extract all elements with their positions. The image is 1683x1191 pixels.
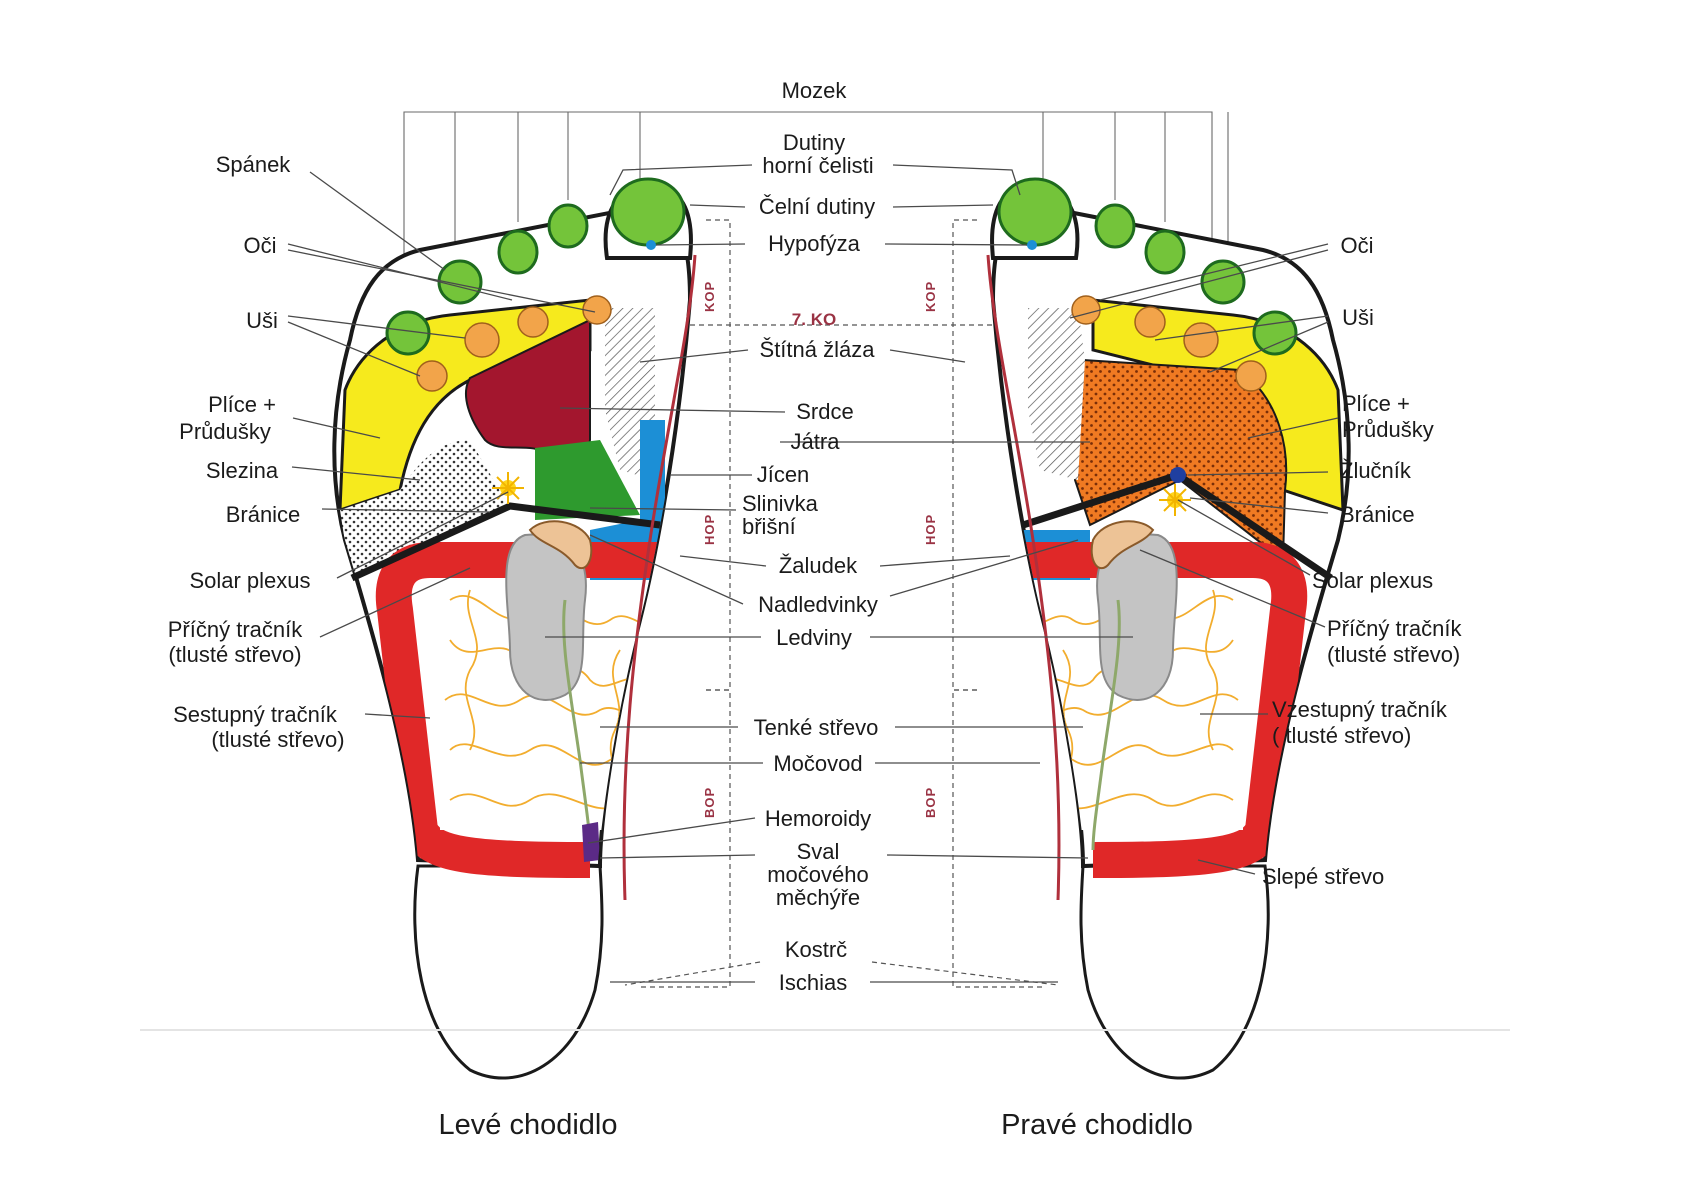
label-right-pricny-line2: (tlusté střevo)	[1327, 642, 1460, 667]
left-pituitary-dot	[646, 240, 656, 250]
label-right-usi: Uši	[1342, 305, 1374, 330]
label-right-plice-line1: Plíce +	[1342, 391, 1410, 416]
left-diaphragm-line	[350, 502, 661, 582]
label-hemoroidy: Hemoroidy	[765, 806, 871, 831]
label-right-slepe: Slepé střevo	[1262, 864, 1384, 889]
left-toe-1	[610, 177, 686, 247]
caption-left-foot: Levé chodidlo	[439, 1109, 618, 1141]
label-right-pricny-line1: Příčný tračník	[1327, 616, 1462, 641]
label-right-branice: Bránice	[1340, 502, 1415, 527]
label-sval-line2: močového	[767, 862, 869, 887]
zone-brackets	[624, 219, 1059, 988]
label-hypofyza: Hypofýza	[768, 231, 860, 256]
left-solar-plexus-icon	[492, 472, 524, 504]
label-left-spanek: Spánek	[216, 152, 292, 177]
zone-bop-left: BOP	[702, 787, 717, 818]
right-toe-2	[1094, 203, 1136, 249]
label-slinivka-line2: břišní	[742, 514, 796, 539]
label-left-usi: Uši	[246, 308, 278, 333]
label-celni-dutiny: Čelní dutiny	[759, 194, 875, 219]
zone-hop-right: HOP	[923, 514, 938, 545]
label-kostrc: Kostrč	[785, 937, 847, 962]
label-left-plice-line1: Plíce +	[208, 392, 276, 417]
label-right-plice-line2: Průdušky	[1342, 417, 1434, 442]
right-heel	[1079, 864, 1270, 1080]
right-toe-3	[1144, 229, 1186, 275]
label-left-solar: Solar plexus	[189, 568, 310, 593]
label-left-oci: Oči	[244, 233, 277, 258]
zone-kop-right: KOP	[923, 281, 938, 312]
label-zaludek: Žaludek	[779, 553, 858, 578]
label-dutiny-line1: Dutiny	[783, 130, 845, 155]
label-ischias: Ischias	[779, 970, 847, 995]
label-jatra: Játra	[791, 429, 841, 454]
right-thyroid-zone	[1028, 308, 1085, 480]
right-foot	[986, 177, 1351, 1080]
right-colon-zone	[993, 542, 1308, 878]
right-spine-line	[986, 254, 1061, 901]
label-mocovod: Močovod	[773, 751, 862, 776]
left-toe-2	[547, 203, 589, 249]
left-toe-3	[497, 229, 539, 275]
left-heel	[413, 864, 604, 1080]
label-tenke-strevo: Tenké střevo	[754, 715, 879, 740]
label-dutiny-line2: horní čelisti	[762, 153, 873, 178]
right-adrenal-zone	[1090, 520, 1155, 570]
label-ledviny: Ledviny	[776, 625, 852, 650]
label-jicen: Jícen	[757, 462, 810, 487]
left-foot	[332, 177, 697, 1080]
leader-lines	[287, 164, 1339, 983]
left-spine-line	[622, 254, 697, 901]
zone-bop-right: BOP	[923, 787, 938, 818]
right-toe-1	[997, 177, 1073, 247]
label-sval-line1: Sval	[797, 839, 840, 864]
label-left-plice-line2: Průdušky	[179, 419, 271, 444]
label-right-vzestupny-line1: Vzestupný tračník	[1272, 697, 1448, 722]
label-right-solar: Solar plexus	[1312, 568, 1433, 593]
label-sval-line3: měchýře	[776, 885, 860, 910]
label-srdce: Srdce	[796, 399, 853, 424]
label-left-sestupny-line1: Sestupný tračník	[173, 702, 338, 727]
zone-hop-left: HOP	[702, 514, 717, 545]
right-toe-5	[1252, 310, 1298, 356]
right-ureter	[1091, 599, 1121, 851]
label-left-pricny-line2: (tlusté střevo)	[168, 642, 301, 667]
label-stitna-zlaza: Štítná žláza	[760, 337, 876, 362]
left-colon-zone	[375, 542, 690, 878]
label-right-oci: Oči	[1341, 233, 1374, 258]
label-left-pricny-line1: Příčný tračník	[168, 617, 303, 642]
left-stomach-zone-green	[535, 440, 640, 520]
right-solar-plexus-icon	[1159, 484, 1191, 516]
right-pituitary-dot	[1027, 240, 1037, 250]
label-mozek: Mozek	[782, 78, 848, 103]
ko-label: 7. KO	[792, 310, 836, 329]
left-adrenal-zone	[528, 520, 593, 570]
brain-connector-lines	[403, 111, 1229, 316]
left-toes	[385, 177, 693, 392]
label-left-slezina: Slezina	[206, 458, 279, 483]
label-right-zlucnik: Žlučník	[1340, 458, 1412, 483]
gallbladder-dot	[1170, 467, 1186, 483]
label-slinivka-line1: Slinivka	[742, 491, 819, 516]
right-toes	[990, 177, 1298, 392]
label-nadledvinky: Nadledvinky	[758, 592, 878, 617]
left-spleen-zone	[340, 440, 510, 575]
right-toe-4	[1200, 259, 1246, 305]
label-left-sestupny-line2: (tlusté střevo)	[211, 727, 344, 752]
label-right-vzestupny-line2: ( tlusté střevo)	[1272, 723, 1411, 748]
label-left-branice: Bránice	[226, 502, 301, 527]
caption-right-foot: Pravé chodidlo	[1001, 1109, 1193, 1141]
zone-kop-left: KOP	[702, 281, 717, 312]
